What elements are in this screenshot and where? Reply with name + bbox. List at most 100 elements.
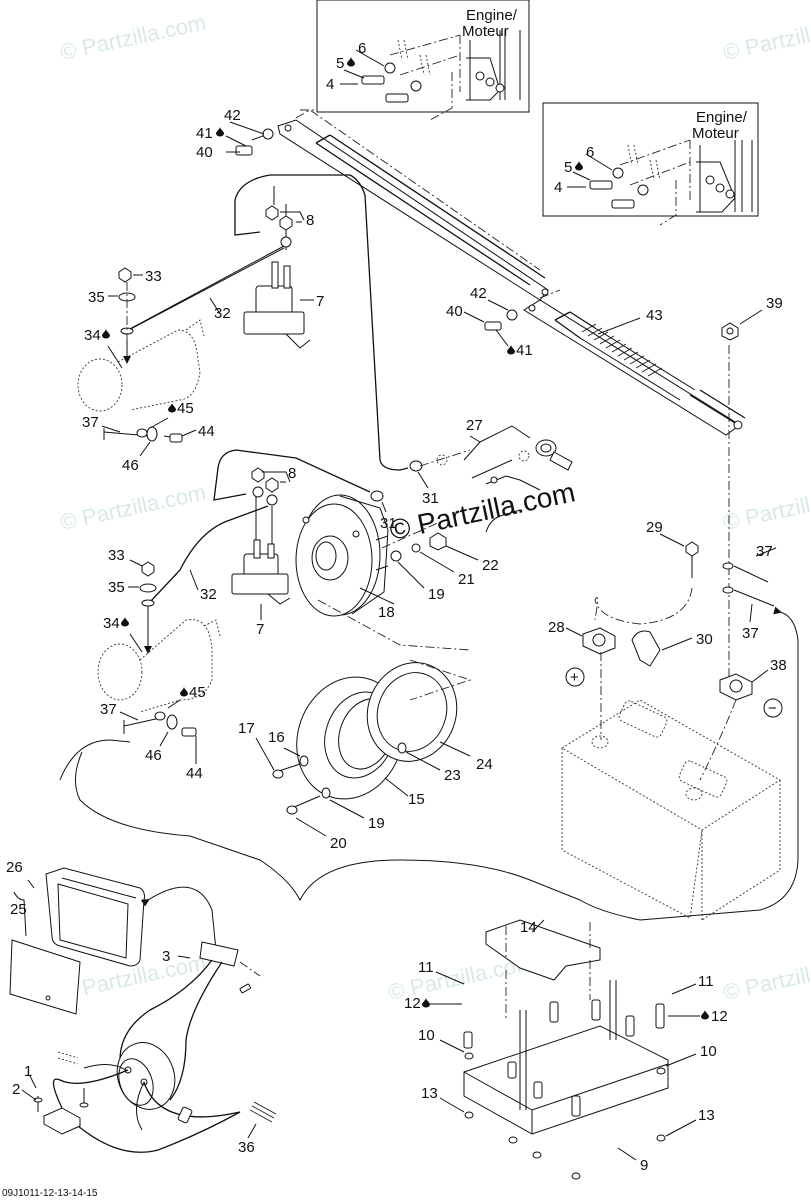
center-watermark: © Partzilla.com xyxy=(387,476,578,546)
callout-31: 31 xyxy=(380,515,397,532)
callout-15: 15 xyxy=(408,791,425,808)
callout-8: 8 xyxy=(306,212,314,229)
callout-19: 19 xyxy=(368,815,385,832)
callout-7: 7 xyxy=(316,293,324,310)
callout-17: 17 xyxy=(238,720,255,737)
callout-44: 44 xyxy=(186,765,203,782)
callout-42: 42 xyxy=(224,107,241,124)
callout-45: 45 xyxy=(177,400,194,417)
callout-30: 30 xyxy=(696,631,713,648)
starter-assembly-upper: 8 32 7 33 35 34 xyxy=(77,174,381,474)
battery-cable-43: 43 42 40 41 xyxy=(446,285,746,436)
callout-40: 40 xyxy=(196,144,213,161)
callout-20: 20 xyxy=(330,835,347,852)
callout-31: 31 xyxy=(422,490,439,507)
inset-title-line2: Moteur xyxy=(692,125,739,142)
callout-24: 24 xyxy=(476,756,493,773)
callout-7: 7 xyxy=(256,621,264,638)
sealant-drop-icon xyxy=(422,997,430,1008)
callout-1: 1 xyxy=(24,1063,32,1080)
callout-42: 42 xyxy=(470,285,487,302)
cable-27: 27 xyxy=(463,417,573,533)
callout-37: 37 xyxy=(756,543,773,560)
inset-title-line2: Moteur xyxy=(462,23,509,40)
callout-34: 34 xyxy=(103,615,120,632)
callout-33: 33 xyxy=(108,547,125,564)
callout-6: 6 xyxy=(586,144,594,161)
callout-32: 32 xyxy=(214,305,231,322)
sealant-drop-icon xyxy=(216,126,224,137)
callout-16: 16 xyxy=(268,729,285,746)
watermark-text: © Partzilla.com xyxy=(58,10,208,65)
sealant-drop-icon xyxy=(168,402,176,413)
callout-3: 3 xyxy=(162,948,170,965)
callout-19: 19 xyxy=(428,586,445,603)
callout-44: 44 xyxy=(198,423,215,440)
callout-12: 12 xyxy=(404,995,421,1012)
nut-39-assembly: 39 xyxy=(721,295,783,680)
watermark-text: © Partzilla.com xyxy=(721,950,811,1005)
callout-13: 13 xyxy=(698,1107,715,1124)
callout-46: 46 xyxy=(145,747,162,764)
callout-38: 38 xyxy=(770,657,787,674)
callout-37: 37 xyxy=(100,701,117,718)
sealant-drop-icon xyxy=(347,56,355,67)
watermark-text: © Partzilla.com xyxy=(58,480,208,535)
positive-symbol: + xyxy=(570,669,579,686)
callout-28: 28 xyxy=(548,619,565,636)
callout-37: 37 xyxy=(742,625,759,642)
diagram-code: 09J1011-12-13-14-15 xyxy=(2,1188,98,1199)
sealant-drop-icon xyxy=(701,1009,709,1020)
callout-27: 27 xyxy=(466,417,483,434)
sealant-drop-icon xyxy=(575,160,583,171)
callout-43: 43 xyxy=(646,307,663,324)
callout-11: 11 xyxy=(418,959,434,976)
callout-18: 18 xyxy=(378,604,395,621)
callout-40: 40 xyxy=(446,303,463,320)
negative-terminal-icon xyxy=(763,698,783,718)
callout-41: 41 xyxy=(516,342,533,359)
sealant-drop-icon xyxy=(121,616,129,627)
callout-37: 37 xyxy=(82,414,99,431)
watermark-text: © Partzilla.com xyxy=(721,480,811,535)
callout-13: 13 xyxy=(421,1085,438,1102)
sealant-drop-icon xyxy=(507,344,515,355)
callout-10: 10 xyxy=(700,1043,717,1060)
battery-assembly: 29 37 37 28 + 30 38 − xyxy=(548,519,799,921)
starter-assembly-lower: 8 32 7 33 35 34 45 xyxy=(97,465,296,782)
callout-34: 34 xyxy=(84,327,101,344)
callout-9: 9 xyxy=(640,1157,648,1174)
callout-11: 11 xyxy=(698,973,714,990)
inset-title-line1: Engine/ xyxy=(696,109,748,126)
callout-14: 14 xyxy=(520,919,537,936)
watermark-text: © Partzilla.com xyxy=(721,10,811,65)
callout-10: 10 xyxy=(418,1027,435,1044)
callout-26: 26 xyxy=(6,859,23,876)
callout-35: 35 xyxy=(108,579,125,596)
callout-4: 4 xyxy=(554,179,562,196)
callout-2: 2 xyxy=(12,1081,20,1098)
battery-tray-assembly: 14 11 12 10 13 11 12 10 xyxy=(404,919,728,1180)
callout-23: 23 xyxy=(444,767,461,784)
cover-assembly: 15 24 23 16 17 19 20 xyxy=(238,659,493,852)
callout-41: 41 xyxy=(196,125,213,142)
callout-35: 35 xyxy=(88,289,105,306)
callout-33: 33 xyxy=(145,268,162,285)
callout-8: 8 xyxy=(288,465,296,482)
callout-22: 22 xyxy=(482,557,499,574)
callout-32: 32 xyxy=(200,586,217,603)
hull-outline xyxy=(59,739,641,921)
inset-title-line1: Engine/ xyxy=(466,7,518,24)
callout-6: 6 xyxy=(358,40,366,57)
callout-21: 21 xyxy=(458,571,475,588)
callout-5: 5 xyxy=(336,55,344,72)
engine-inset-2: Engine/ Moteur 4 5 6 xyxy=(542,102,759,226)
battery-cable-upper: 42 41 40 xyxy=(196,107,549,301)
callout-4: 4 xyxy=(326,76,334,93)
callout-5: 5 xyxy=(564,159,572,176)
positive-terminal-icon xyxy=(565,667,585,687)
negative-symbol: − xyxy=(768,700,777,717)
sealant-drop-icon xyxy=(180,686,188,697)
callout-46: 46 xyxy=(122,457,139,474)
